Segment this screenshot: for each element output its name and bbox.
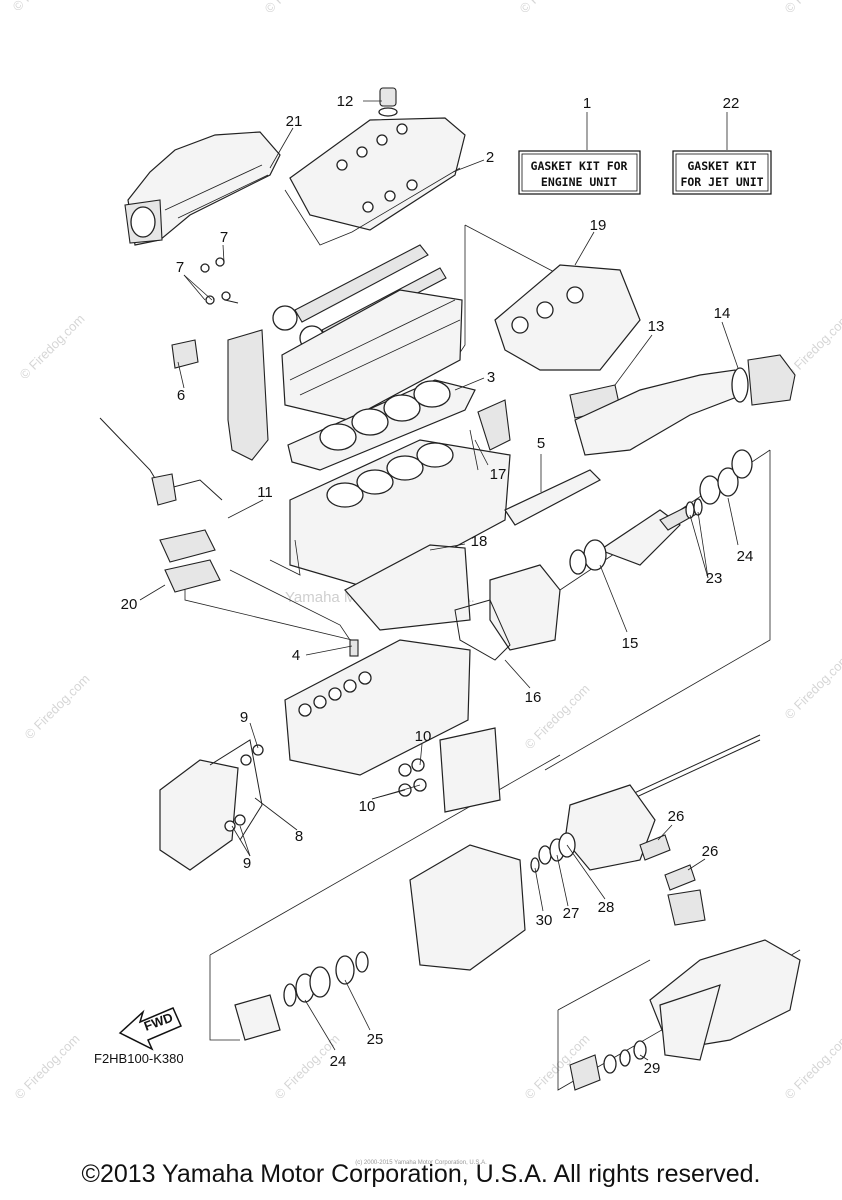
callout-7: 7 [176,259,184,276]
engine-parts [99,87,801,1091]
callout-10: 10 [359,798,376,815]
callout-22: 22 [723,95,740,112]
callout-16: 16 [525,689,542,706]
callout-18: 18 [471,533,488,550]
callout-7: 7 [220,229,228,246]
callout-12: 12 [337,93,354,110]
cylinder-head [281,289,463,421]
callout-26: 26 [702,843,719,860]
callout-19: 19 [590,217,607,234]
exhaust-pipe [574,369,743,456]
callout-1: 1 [583,95,591,112]
cover-gasket [477,399,511,451]
kit-box-line: GASKET KIT [687,159,756,173]
callout-24: 24 [737,548,754,565]
watermark: © Firedog.com [17,311,88,382]
gasket-kit-engine-box: GASKET KIT FOR ENGINE UNIT [518,150,641,195]
callout-15: 15 [622,635,639,652]
bearing-housing [489,564,561,651]
jet-pump [409,844,526,971]
callout-11: 11 [257,484,273,501]
callout-3: 3 [487,369,495,386]
kit-box-line: ENGINE UNIT [541,175,617,189]
kit-box-line: FOR JET UNIT [680,175,763,189]
callout-2: 2 [486,149,494,166]
watermark: © Firedog.com [22,671,93,742]
callout-8: 8 [295,828,303,845]
cylinder-block [289,439,511,591]
small-copyright: (c) 2000-2015 Yamaha Motor Corporation, … [355,1160,487,1166]
callout-24: 24 [330,1053,347,1070]
watermark: © Firedog.com [782,1031,842,1102]
timing-chain [227,329,269,461]
watermark: © Firedog.com [517,0,588,16]
watermark: © Firedog.com [782,0,842,16]
callout-23: 23 [706,570,723,587]
callout-6: 6 [177,387,185,404]
callout-21: 21 [286,113,303,130]
camshaft [294,244,429,323]
callout-26: 26 [668,808,685,825]
oil-pump [439,727,501,813]
side-cover [159,759,239,871]
oil-pan-gasket [344,544,471,631]
callout-17: 17 [490,466,507,483]
drive-coupler [598,509,681,566]
exhaust-manifold [494,264,641,371]
fwd-arrow: FWD [118,1007,182,1051]
callout-9: 9 [243,855,251,872]
chain-tensioner [171,339,199,369]
callout-14: 14 [714,305,731,322]
jet-housing [564,784,656,871]
callout-28: 28 [598,899,615,916]
crankcase [284,639,471,776]
watermark: © Firedog.com [10,0,81,14]
callout-13: 13 [648,318,665,335]
kit-box-line: GASKET KIT FOR [531,159,628,173]
copyright-notice: ©2013 Yamaha Motor Corporation, U.S.A. A… [81,1160,761,1188]
callout-27: 27 [563,905,580,922]
gasket-kit-jet-box: GASKET KIT FOR JET UNIT [672,150,772,195]
callout-29: 29 [644,1060,661,1077]
coupler-housing [234,994,281,1041]
callout-25: 25 [367,1031,384,1048]
diagram-code: F2HB100-K380 [94,1051,184,1066]
callout-9: 9 [240,709,248,726]
valve-cover [289,117,466,231]
callout-20: 20 [121,596,138,613]
callout-30: 30 [536,912,553,929]
callout-leaders [139,100,739,1061]
watermark: © Firedog.com [262,0,333,16]
callout-5: 5 [537,435,545,452]
side-gasket [504,469,601,526]
watermark: © Firedog.com [782,651,842,722]
watermark: © Firedog.com [12,1031,83,1102]
callout-labels: 1 2 3 4 5 6 7 7 8 9 9 10 10 11 12 13 14 … [121,93,754,1077]
callout-10: 10 [415,728,432,745]
callout-4: 4 [292,647,300,664]
